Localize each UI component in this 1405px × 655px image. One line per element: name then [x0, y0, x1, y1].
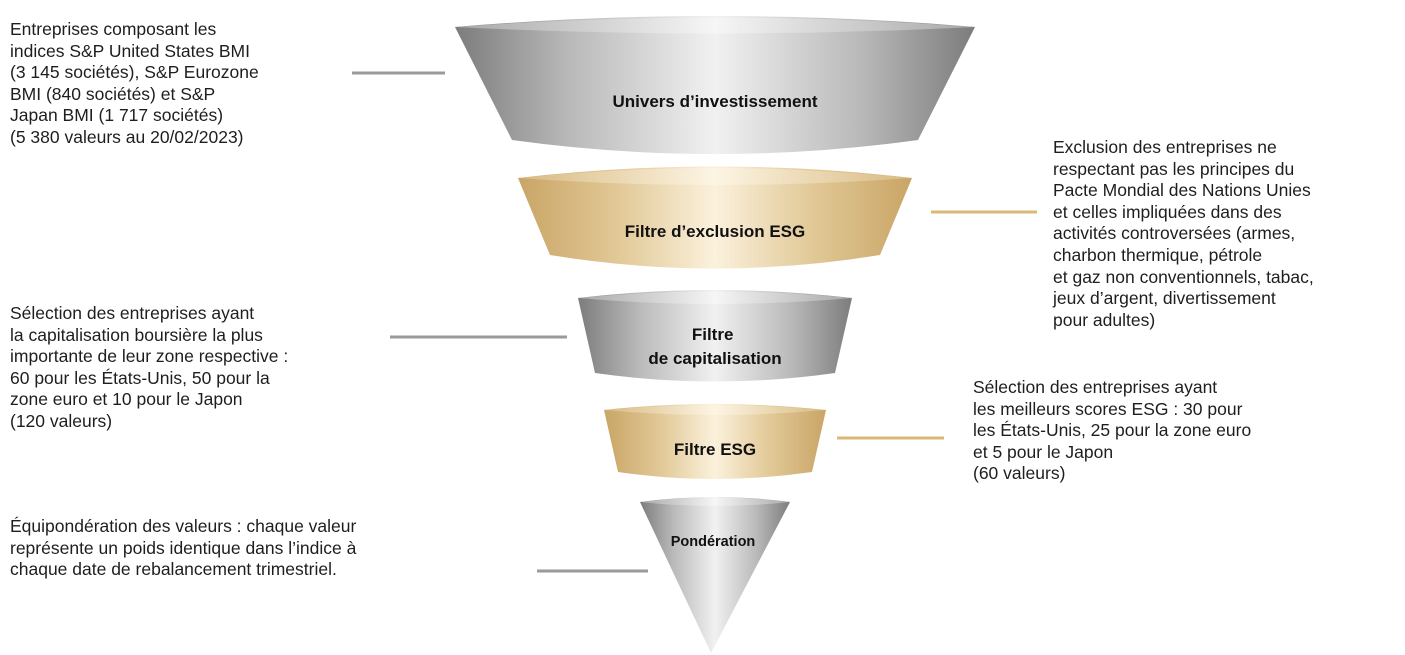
funnel-segment-ponderation: [640, 497, 790, 653]
stage-label-universe: Univers d’investissement: [612, 92, 817, 111]
stage-label-ponderation: Pondération: [671, 534, 756, 550]
description-universe: Entreprises composant les indices S&P Un…: [10, 19, 259, 147]
stage-label-capitalisation-line1: Filtre: [692, 325, 734, 344]
funnel-rim-ponderation: [640, 497, 790, 506]
funnel-rim-capitalisation: [578, 291, 852, 304]
stage-exclusion: Filtre d’exclusion ESG: [518, 166, 1037, 269]
funnel-rim-esg: [604, 405, 826, 415]
description-capitalisation: Sélection des entreprises ayant la capit…: [10, 303, 289, 431]
funnel-rim-exclusion: [518, 168, 912, 185]
stage-capitalisation: Filtre de capitalisation: [390, 290, 852, 382]
stage-label-capitalisation-line2: de capitalisation: [648, 349, 781, 368]
stage-label-exclusion: Filtre d’exclusion ESG: [625, 222, 805, 241]
stage-label-esg: Filtre ESG: [674, 440, 756, 459]
funnel-segment-universe: [455, 16, 975, 154]
funnel-segment-exclusion: [518, 166, 912, 269]
stage-universe: Univers d’investissement: [352, 16, 975, 154]
description-exclusion: Exclusion des entreprises ne respectant …: [1053, 137, 1314, 330]
stage-ponderation: Pondération: [537, 497, 790, 653]
description-ponderation: Équipondération des valeurs : chaque val…: [10, 516, 357, 580]
funnel-segment-capitalisation: [578, 290, 852, 382]
funnel-segment-esg: [604, 404, 826, 479]
stage-label-capitalisation: Filtre de capitalisation: [648, 325, 781, 368]
funnel-rim-universe: [455, 17, 975, 34]
stage-esg: Filtre ESG: [604, 404, 944, 479]
description-esg: Sélection des entreprises ayant les meil…: [973, 377, 1252, 484]
